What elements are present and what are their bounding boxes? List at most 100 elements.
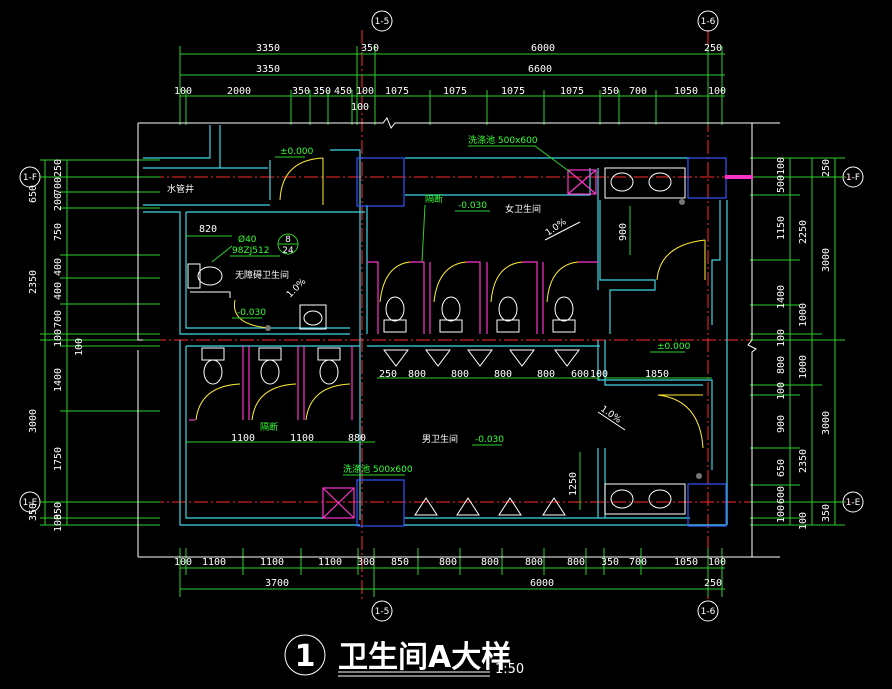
dim-text: 800 <box>451 369 469 380</box>
dim-text: 1150 <box>776 216 787 240</box>
urinal-icon <box>542 497 566 516</box>
standard-reference: 98ZJ512 <box>232 246 269 256</box>
dim-text: 350 <box>601 86 619 97</box>
dim-text: 200 <box>53 193 64 211</box>
level-female: -0.030 <box>458 201 487 211</box>
dim-text: 1100 <box>260 557 284 568</box>
label-accessible-wc: 无障碍卫生间 <box>235 269 289 281</box>
dimension-left: 650 2350 3000 350 250 700 200 750 400 40… <box>28 159 160 532</box>
walls <box>143 125 728 526</box>
dim-text: 100 <box>776 505 787 523</box>
level-accessible: -0.030 <box>237 308 266 318</box>
dim-text: 100 <box>776 329 787 347</box>
label-partition-top: 隔断 <box>425 193 443 205</box>
dim-text: 3000 <box>28 409 39 433</box>
toilet-icon <box>201 347 225 385</box>
axis-bubble-top-1-6: 1-6 <box>697 10 719 32</box>
dim-text: 1000 <box>798 303 809 327</box>
urinal-icon <box>414 497 438 516</box>
axis-lines <box>40 30 850 600</box>
toilet-icon <box>317 347 341 385</box>
dim-text: 100 <box>356 86 374 97</box>
dim-text: 250 <box>379 369 397 380</box>
dim-text: 3000 <box>821 248 832 272</box>
dimension-right: 100 500 1150 1400 100 800 100 900 650 60… <box>750 157 845 530</box>
urinal-icon <box>383 349 409 367</box>
fixtures <box>187 167 702 516</box>
dim-text: 100 <box>351 102 369 113</box>
axis-label: 1-F <box>23 173 37 183</box>
toilet-icon <box>439 296 463 333</box>
dim-text: 800 <box>525 557 543 568</box>
label-male-wc: 男卫生间 <box>422 433 458 445</box>
urinal-icon <box>456 497 480 516</box>
break-lines <box>137 117 780 558</box>
dim-text: 100 <box>776 382 787 400</box>
dim-text: 900 <box>618 223 629 241</box>
dim-text: 100 <box>776 157 787 175</box>
dim-text: 3350 <box>256 43 280 54</box>
dim-text: 100 <box>53 514 64 532</box>
urinal-icon <box>554 349 580 367</box>
dim-text: 250 <box>53 159 64 177</box>
slope-female: 1.0% <box>544 217 569 239</box>
level-right: ±0.000 <box>657 342 691 352</box>
dim-text: 900 <box>776 415 787 433</box>
dim-text: 2350 <box>28 270 39 294</box>
dim-text: 800 <box>494 369 512 380</box>
wash-basin-icon <box>604 167 686 199</box>
dim-text: 700 <box>53 310 64 328</box>
dim-text: 100 <box>798 512 809 530</box>
dim-text: 350 <box>292 86 310 97</box>
dim-text: 650 <box>776 459 787 477</box>
urinal-icon <box>467 349 493 367</box>
urinal-icon <box>498 497 522 516</box>
dim-text: 3350 <box>256 64 280 75</box>
dim-text: 1750 <box>53 447 64 471</box>
dim-text: 250 <box>821 159 832 177</box>
axis-label: 1-E <box>846 498 861 508</box>
dim-text: 350 <box>53 502 64 520</box>
label-sink-bottom: 洗涤池 500x600 <box>343 463 413 475</box>
axis-label: 1-E <box>23 498 38 508</box>
dim-text: 1075 <box>385 86 409 97</box>
dim-text: 600 <box>776 486 787 504</box>
dim-text: 700 <box>629 557 647 568</box>
doors <box>195 157 706 449</box>
dim-text: 100 <box>708 86 726 97</box>
label-partition-bottom: 隔断 <box>260 421 278 433</box>
dim-text: 1000 <box>798 355 809 379</box>
label-female-wc: 女卫生间 <box>505 203 541 215</box>
annotations: 水管井 女卫生间 男卫生间 无障碍卫生间 隔断 隔断 洗涤池 500x600 洗… <box>167 134 691 476</box>
dim-text: 400 <box>53 282 64 300</box>
dim-text: 600 <box>571 369 589 380</box>
dim-text: 100 <box>708 557 726 568</box>
dim-text: 100 <box>174 557 192 568</box>
dim-text: 1050 <box>674 557 698 568</box>
dim-text: 1100 <box>202 557 226 568</box>
axis-bubble-bottom-1-6: 1-6 <box>697 600 719 622</box>
dim-text: 250 <box>704 43 722 54</box>
dim-text: 100 <box>53 329 64 347</box>
dim-text: 100 <box>74 338 85 356</box>
axis-bubble-top-1-5: 1-5 <box>371 10 393 32</box>
dim-text: 1100 <box>231 433 255 444</box>
axis-label: 1-6 <box>701 17 716 27</box>
dim-text: 2350 <box>798 449 809 473</box>
toilet-icon <box>187 263 223 289</box>
dim-text: 350 <box>821 504 832 522</box>
dim-text: 1400 <box>53 368 64 392</box>
dim-text: 700 <box>53 177 64 195</box>
axis-bubble-right-1-E: 1-E <box>842 491 864 513</box>
dim-text: 1850 <box>645 369 669 380</box>
dim-text: 450 <box>334 86 352 97</box>
label-pipe-shaft: 水管井 <box>167 183 194 195</box>
dim-text: 800 <box>776 356 787 374</box>
wash-basin-icon <box>604 483 686 515</box>
toilet-partitions <box>189 169 753 519</box>
dim-text: 3000 <box>821 411 832 435</box>
dim-text: 800 <box>567 557 585 568</box>
dim-text: 6600 <box>528 64 552 75</box>
dim-text: 3700 <box>265 578 289 589</box>
